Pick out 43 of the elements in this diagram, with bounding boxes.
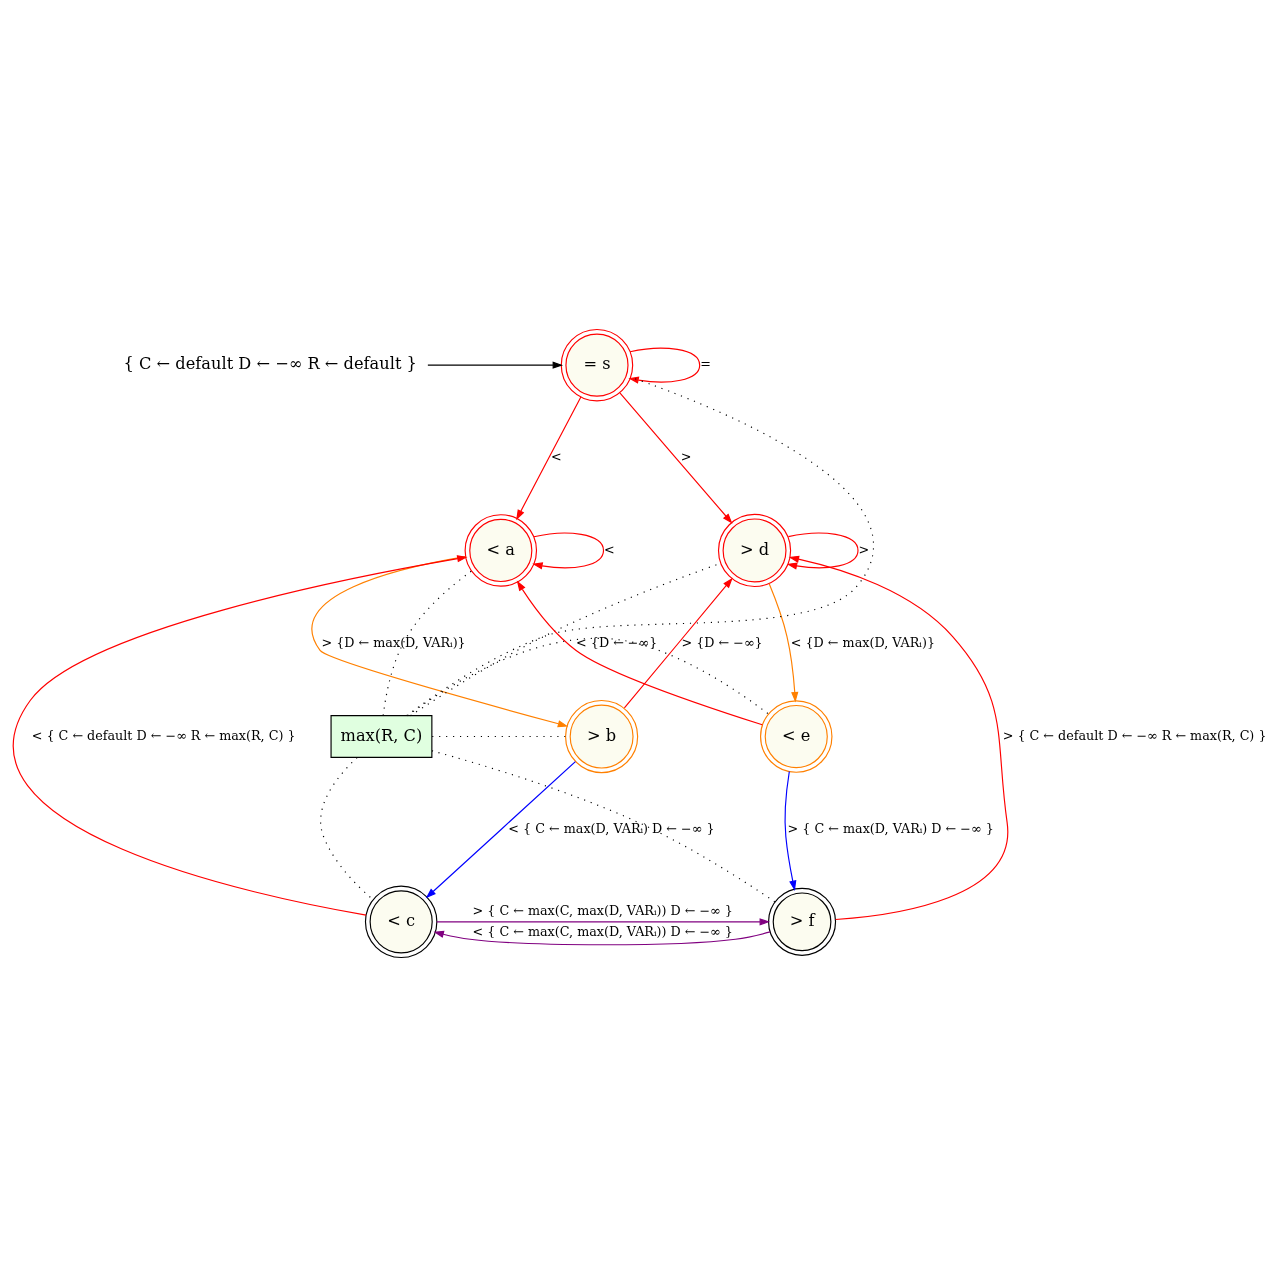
connector [431,735,566,738]
edge-label: < [551,448,562,464]
connector [406,637,770,717]
arrow [532,532,605,570]
arrow [436,918,770,926]
arrow [311,556,569,728]
node-text: { C ← default D ← −∞ R ← default } [123,354,417,374]
edge-label: > [858,541,870,557]
arrow [14,555,468,916]
node-circle: < a [464,514,538,587]
arrow [623,577,733,709]
edge-label: < { C ← default D ← −∞ R ← max(R, C) } [31,727,296,743]
edge-label: > {D ← −∞} [681,634,763,650]
connector [382,570,473,717]
edge-label: > [680,448,692,464]
arrow [619,392,733,524]
arrow [516,396,582,521]
edge-label: > {D ← max(D, VARᵢ)} [321,634,466,650]
arrow [425,761,576,899]
arrow [516,580,763,726]
edge-label: > { C ← max(D, VARᵢ) D ← −∞ } [787,820,994,836]
edge-label: = [700,356,711,372]
edge-label: < [603,541,615,557]
edge-label: < { C ← max(C, max(D, VARᵢ)) D ← −∞ } [472,923,733,939]
arrow [786,532,859,570]
node-circle: = s [560,328,634,402]
arrow [768,583,799,703]
connector [320,756,374,901]
edge-label: < { C ← max(D, VARᵢ) D ← −∞ } [508,820,715,836]
arrow [628,347,701,384]
node-box: max(R, C) [330,715,433,758]
edge-label: < {D ← max(D, VARᵢ)} [790,634,935,650]
edge-label: < {D ← −∞} [576,634,658,650]
arrow [788,555,1008,921]
connector [406,376,874,717]
arrow [784,770,797,892]
edge-label: > { C ← default D ← −∞ R ← max(R, C) } [1002,727,1267,743]
node-circle: < e [760,700,833,773]
edge-label: > { C ← max(C, max(D, VARᵢ)) D ← −∞ } [472,902,733,918]
arrow [427,361,564,369]
node-circle: > f [768,887,837,956]
node-circle: > b [565,699,639,774]
arrow [433,930,771,946]
